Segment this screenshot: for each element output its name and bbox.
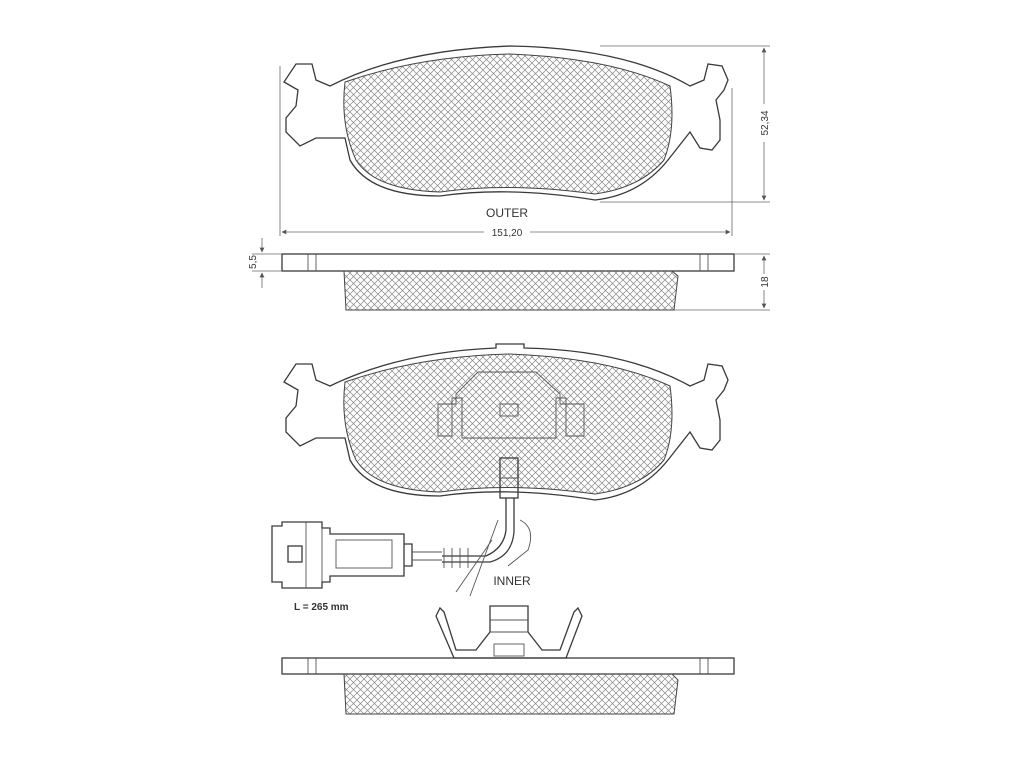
backing-thickness-dimension: 5,5 [248, 238, 282, 288]
width-dimension: 151,20 [279, 66, 733, 239]
total-thickness-dimension: 18 [674, 253, 772, 311]
inner-friction-material [343, 353, 673, 495]
outer-friction-material [343, 53, 673, 195]
width-dimension-value: 151,20 [492, 228, 523, 239]
outer-pad-front-view [283, 45, 729, 201]
total-thickness-value: 18 [760, 276, 771, 288]
inner-pad-side-view [281, 657, 735, 715]
outer-side-backing-plate [281, 253, 735, 272]
inner-label: INNER [493, 574, 531, 588]
backing-thickness-value: 5,5 [248, 255, 259, 269]
outer-backing-plate [283, 45, 729, 201]
wear-sensor-wire [442, 498, 532, 597]
inner-side-backing-plate [281, 657, 735, 675]
height-dimension: 52,34 [600, 45, 772, 203]
inner-pad-front-view [283, 343, 729, 501]
outer-side-friction-material [343, 270, 679, 311]
outer-pad-side-view [281, 253, 735, 311]
wire-length-label: L = 265 mm [294, 602, 349, 613]
inner-clip-side-view [435, 605, 583, 659]
height-dimension-value: 52,34 [760, 110, 771, 135]
outer-label: OUTER [486, 206, 528, 220]
inner-side-friction-material [343, 673, 679, 715]
wire-connector [271, 521, 442, 589]
inner-clip-outline [437, 371, 585, 439]
inner-backing-plate [283, 343, 729, 501]
